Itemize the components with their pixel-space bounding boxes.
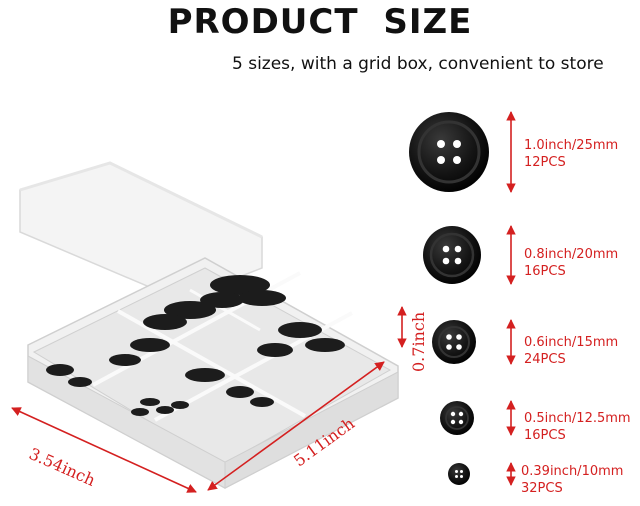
size-text: 0.5inch/12.5mm (524, 411, 631, 426)
size-label-5: 0.39inch/10mm 32PCS (521, 463, 623, 497)
page-title: PRODUCT SIZE (167, 2, 473, 42)
dimension-arrows (11, 306, 407, 493)
button-size-1 (409, 112, 489, 192)
button-size-2 (423, 226, 481, 284)
button-size-4 (440, 401, 474, 435)
size-text: 1.0inch/25mm (524, 138, 619, 153)
button-size-3 (432, 320, 476, 364)
count-text: 12PCS (524, 155, 566, 170)
box-height-label: 0.7inch (409, 311, 428, 372)
size-label-4: 0.5inch/12.5mm 16PCS (524, 410, 631, 444)
size-label-1: 1.0inch/25mm 12PCS (524, 137, 618, 171)
size-text: 0.39inch/10mm (521, 464, 624, 479)
size-label-2: 0.8inch/20mm 16PCS (524, 246, 618, 280)
page-subtitle: 5 sizes, with a grid box, convenient to … (232, 54, 604, 74)
count-text: 24PCS (524, 352, 566, 367)
count-text: 16PCS (524, 428, 566, 443)
count-text: 32PCS (521, 481, 563, 496)
button-size-5 (448, 463, 470, 485)
count-text: 16PCS (524, 264, 566, 279)
size-text: 0.8inch/20mm (524, 247, 619, 262)
size-label-3: 0.6inch/15mm 24PCS (524, 334, 618, 368)
size-text: 0.6inch/15mm (524, 335, 619, 350)
